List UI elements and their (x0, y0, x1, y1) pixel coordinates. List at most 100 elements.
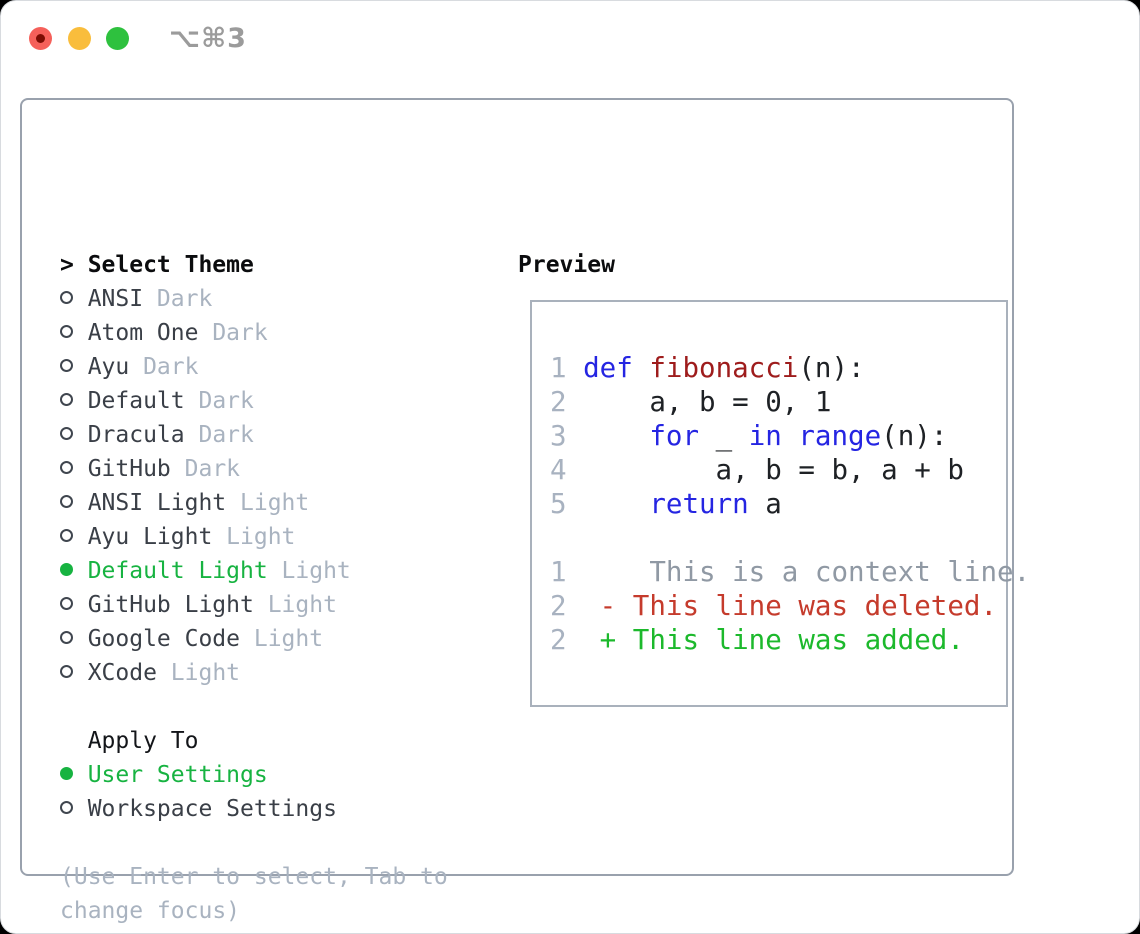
code-token (782, 420, 799, 452)
minimize-button[interactable] (68, 27, 91, 50)
theme-name: Atom One (87, 320, 199, 346)
code-token: return (649, 488, 749, 520)
radio-marker (60, 486, 88, 520)
line-number: 1 (550, 556, 567, 588)
theme-name: XCode (87, 660, 157, 686)
apply-section-title-label: Apply To (87, 728, 199, 754)
preview-code-line: 1 This is a context line. (550, 555, 1030, 589)
radio-marker (60, 384, 88, 418)
radio-selected-icon (60, 767, 73, 780)
theme-variant-tag: Light (253, 626, 324, 652)
close-button-dot-icon (36, 34, 45, 43)
radio-circle-icon (60, 393, 73, 406)
apply-option-user-settings[interactable]: User Settings (60, 758, 500, 792)
radio-circle-icon (60, 325, 73, 338)
theme-option-ansi-light[interactable]: ANSI Light Light (60, 486, 500, 520)
apply-option-workspace-settings[interactable]: Workspace Settings (60, 792, 500, 826)
radio-marker (60, 588, 88, 622)
focus-marker-icon: > (60, 252, 74, 278)
radio-marker (60, 418, 88, 452)
radio-circle-icon (60, 291, 73, 304)
radio-circle-icon (60, 801, 73, 814)
apply-section-title: Apply To (60, 724, 500, 758)
radio-circle-icon (60, 461, 73, 474)
radio-selected-icon (60, 563, 73, 576)
theme-option-github-light[interactable]: GitHub Light Light (60, 588, 500, 622)
radio-circle-icon (60, 665, 73, 678)
code-token: _ (699, 420, 749, 452)
radio-circle-icon (60, 529, 73, 542)
radio-marker (60, 792, 88, 826)
maximize-button[interactable] (106, 27, 129, 50)
theme-variant-tag: Dark (184, 456, 241, 482)
keyboard-hint-line: change focus) (60, 898, 241, 924)
preview-code-line: 4 a, b = b, a + b (550, 453, 1006, 487)
line-number: 3 (550, 420, 567, 452)
theme-name: GitHub (87, 456, 171, 482)
radio-marker (60, 350, 88, 384)
preview-title: Preview (518, 252, 615, 278)
code-token: in (748, 420, 782, 452)
radio-circle-icon (60, 597, 73, 610)
radio-marker (60, 758, 88, 792)
theme-name: Default Light (87, 558, 268, 584)
theme-variant-tag: Light (267, 592, 337, 618)
theme-variant-tag: Light (226, 524, 296, 550)
apply-option-label: Workspace Settings (87, 796, 337, 822)
theme-option-google-code[interactable]: Google Code Light (60, 622, 500, 656)
radio-marker (60, 656, 88, 690)
line-number: 5 (550, 488, 567, 520)
radio-marker (60, 316, 88, 350)
theme-name: GitHub Light (87, 592, 254, 618)
code-token: a, b = 0, 1 (583, 386, 832, 418)
close-button[interactable] (29, 27, 52, 50)
radio-marker (60, 452, 88, 486)
preview-code-line (550, 521, 1006, 555)
theme-name: ANSI (87, 286, 144, 312)
theme-name: ANSI Light (87, 490, 227, 516)
preview-code-line: 2 a, b = 0, 1 (550, 385, 1006, 419)
window-shortcut-label: ⌥⌘3 (169, 23, 247, 54)
line-number: 4 (550, 454, 567, 486)
preview-code-line: 3 for _ in range(n): (550, 419, 1006, 453)
code-token: - This line was deleted. (583, 590, 998, 622)
code-token: for (649, 420, 700, 452)
theme-section-title-label: Select Theme (87, 252, 254, 278)
line-number: 2 (550, 386, 567, 418)
code-token: def (583, 352, 633, 384)
titlebar: ⌥⌘3 (1, 1, 1139, 73)
code-token (633, 352, 650, 384)
theme-variant-tag: Dark (198, 422, 254, 448)
line-number: 2 (550, 590, 567, 622)
code-token: fibonacci (649, 352, 799, 384)
theme-option-github[interactable]: GitHub Dark (60, 452, 500, 486)
theme-variant-tag: Dark (212, 320, 268, 346)
line-number: 2 (550, 624, 567, 656)
keyboard-hint-line: (Use Enter to select, Tab to (60, 864, 448, 890)
theme-name: Google Code (87, 626, 241, 652)
code-token: a, b = b, a + b (583, 454, 964, 486)
code-token: + This line was added. (583, 624, 964, 656)
theme-option-ayu-light[interactable]: Ayu Light Light (60, 520, 500, 554)
radio-marker (60, 282, 88, 316)
theme-option-atom-one[interactable]: Atom One Dark (60, 316, 500, 350)
theme-variant-tag: Dark (143, 354, 199, 380)
radio-circle-icon (60, 359, 73, 372)
preview-code-line: 5 return a (550, 487, 1006, 521)
apply-option-label: User Settings (87, 762, 268, 788)
theme-name: Ayu Light (87, 524, 213, 550)
theme-variant-tag: Light (240, 490, 310, 516)
code-token: (n): (881, 420, 948, 452)
